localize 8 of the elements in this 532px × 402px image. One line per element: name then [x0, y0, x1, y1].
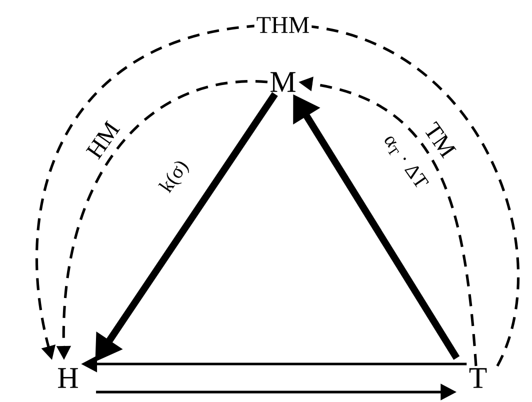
node-letter: M [270, 72, 296, 92]
arrow [36, 24, 520, 366]
edge-label: THM [254, 15, 312, 35]
edge-label: k(σ) [155, 155, 195, 199]
edge-label: TM [420, 118, 460, 162]
node-letter: T [469, 368, 487, 388]
edge-label: HM [82, 116, 124, 164]
node-letter: H [58, 368, 78, 388]
